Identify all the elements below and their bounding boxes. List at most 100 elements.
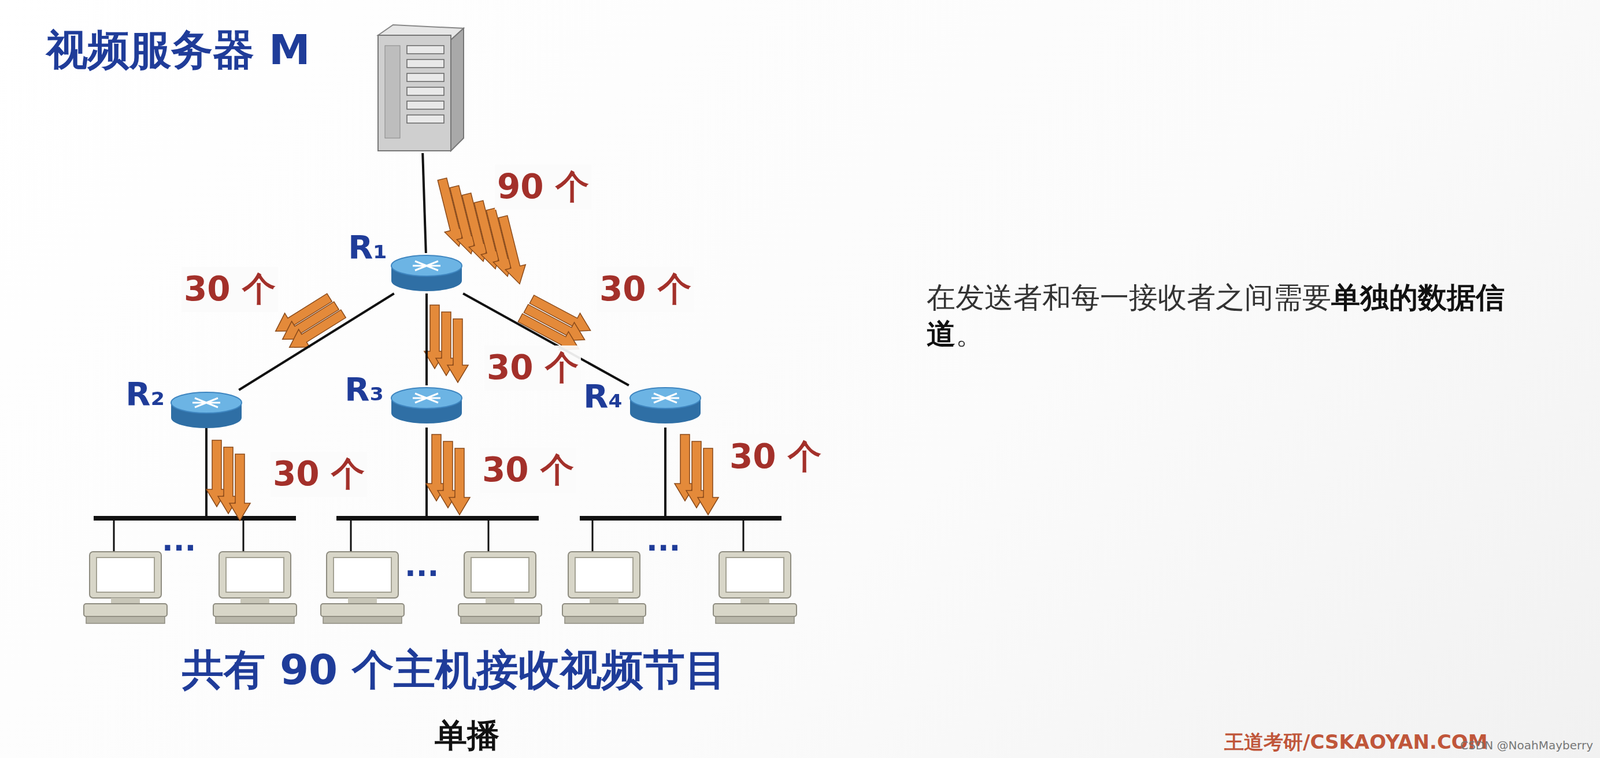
router-drop-line [664, 427, 667, 519]
server-node: 视频服务器 M [375, 22, 466, 154]
neck [347, 598, 377, 605]
bus-line [93, 516, 296, 521]
monitor [464, 552, 536, 599]
router-icon [169, 390, 244, 431]
keyboard [215, 616, 295, 624]
server-side [450, 28, 464, 151]
packet-arrow-bundle [206, 440, 251, 521]
router-label: R₁ [347, 228, 388, 266]
router-label: R₄ [583, 377, 623, 416]
router-label: R₂ [125, 375, 165, 413]
packet-arrow-bundle [674, 434, 719, 516]
count-label: 30 个 [727, 434, 824, 480]
router-top [391, 255, 462, 277]
computer-icon [562, 552, 646, 624]
router-node: R₃ [389, 385, 464, 427]
neck [110, 598, 140, 605]
neck [240, 598, 270, 605]
ellipsis: ··· [646, 530, 681, 566]
drive-bay [406, 45, 444, 54]
packet-arrow-bundle [424, 305, 469, 383]
router-drop-line [425, 427, 428, 519]
router-top [630, 387, 701, 409]
base [562, 604, 646, 617]
router-icon [389, 385, 464, 427]
host-drop-line [742, 518, 745, 554]
packet-arrow [447, 319, 469, 383]
title-text: 视频服务器 M [46, 22, 311, 79]
note-text: 。 [955, 317, 985, 351]
neck [740, 598, 770, 605]
computer-icon [83, 552, 168, 624]
host-drop-line [591, 518, 594, 554]
router-arrows [412, 393, 441, 403]
router-node: R₄ [628, 385, 703, 427]
count-label: 30 个 [597, 267, 694, 313]
packet-arrow-bundle [426, 434, 470, 516]
host-drop-line [113, 518, 116, 554]
drive-bay [406, 115, 444, 124]
drive-bay [406, 59, 444, 68]
ellipsis: ··· [404, 556, 439, 591]
router-arrows [412, 261, 441, 271]
ellipsis: ··· [161, 530, 196, 566]
slide-subtitle: 单播 [434, 714, 500, 758]
packet-arrow [283, 305, 349, 357]
drive-bay [406, 87, 444, 96]
note-paragraph: 在发送者和每一接收者之间需要单独的数据信道。 [926, 279, 1551, 353]
screen [226, 557, 284, 593]
count-label: 30 个 [181, 267, 279, 313]
router-icon [628, 385, 703, 427]
server-panel [384, 45, 400, 139]
neck [589, 598, 619, 605]
router-node: R₁ [389, 253, 464, 294]
router-label: R₃ [344, 370, 384, 409]
monitor [219, 552, 291, 599]
router-arrows [651, 393, 680, 403]
packet-arrow [493, 214, 531, 287]
router-icon [389, 253, 464, 294]
caption: 共有 90 个主机接收视频节目 [182, 642, 727, 699]
computer-icon [713, 552, 797, 624]
link-line [422, 153, 427, 254]
screen [575, 557, 633, 593]
note-text: 在发送者和每一接收者之间需要 [926, 280, 1332, 315]
server-icon [375, 22, 466, 154]
monitor [719, 552, 791, 599]
router-arrows [192, 398, 221, 408]
host-drop-line [350, 518, 353, 554]
watermark: 王道考研/CSKAOYAN.COM [1224, 729, 1488, 757]
screen [96, 557, 155, 593]
watermark: CSDN @NoahMayberry [1460, 738, 1594, 753]
host-drop-line [487, 518, 490, 554]
drive-bay [406, 73, 444, 82]
bus-line [336, 516, 539, 521]
count-label: 30 个 [484, 345, 581, 391]
base [320, 604, 405, 617]
computer-icon [320, 552, 405, 624]
packet-arrow [697, 448, 719, 516]
router-top [171, 392, 242, 414]
bus-line [579, 516, 782, 521]
screen [471, 557, 529, 593]
router-drop-line [205, 427, 208, 519]
computer-icon [458, 552, 542, 624]
server-front [378, 35, 451, 151]
screen [726, 557, 784, 593]
link-line [425, 293, 428, 386]
base [213, 604, 297, 617]
count-label: 90 个 [494, 164, 592, 210]
monitor [568, 552, 640, 599]
base [83, 604, 168, 617]
router-node: R₂ [169, 390, 244, 431]
router-top [391, 387, 462, 409]
keyboard [86, 616, 165, 624]
keyboard [323, 616, 402, 624]
monitor [89, 552, 162, 599]
neck [485, 598, 515, 605]
drive-bay [406, 101, 444, 110]
packet-arrow [449, 448, 470, 516]
